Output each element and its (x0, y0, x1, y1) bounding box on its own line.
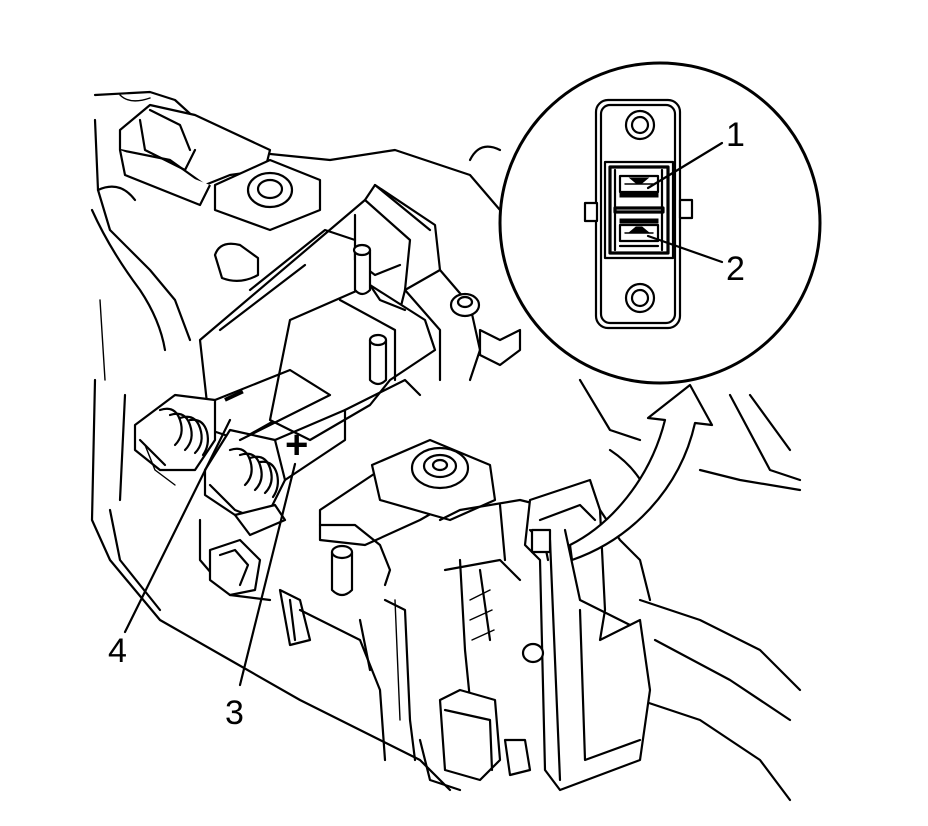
detail-view-arrow (568, 383, 714, 562)
callout-leaders (123, 141, 724, 687)
callout-4: 4 (108, 632, 127, 670)
leader-3 (238, 462, 297, 687)
positive-terminal-clamp (203, 428, 287, 537)
detail-view-circle (498, 61, 822, 385)
lower-bracket (318, 438, 497, 597)
fuse-holder-bracket (498, 478, 652, 792)
leader-2 (646, 234, 724, 264)
terminal-frame (198, 183, 482, 442)
negative-terminal-clamp (133, 393, 217, 486)
leader-4 (123, 418, 232, 634)
bottom-connector (418, 688, 532, 792)
callout-3: 3 (225, 694, 244, 732)
callout-1: 1 (726, 116, 745, 154)
callout-labels: 1 2 3 4 (108, 116, 745, 732)
positive-mark: + (285, 423, 308, 467)
rear-bolt (449, 292, 522, 367)
terminal-arms (213, 368, 422, 482)
leader-1 (646, 141, 724, 190)
upper-connector-housing (118, 103, 322, 282)
background-tray (90, 90, 802, 802)
callout-2: 2 (726, 250, 745, 288)
